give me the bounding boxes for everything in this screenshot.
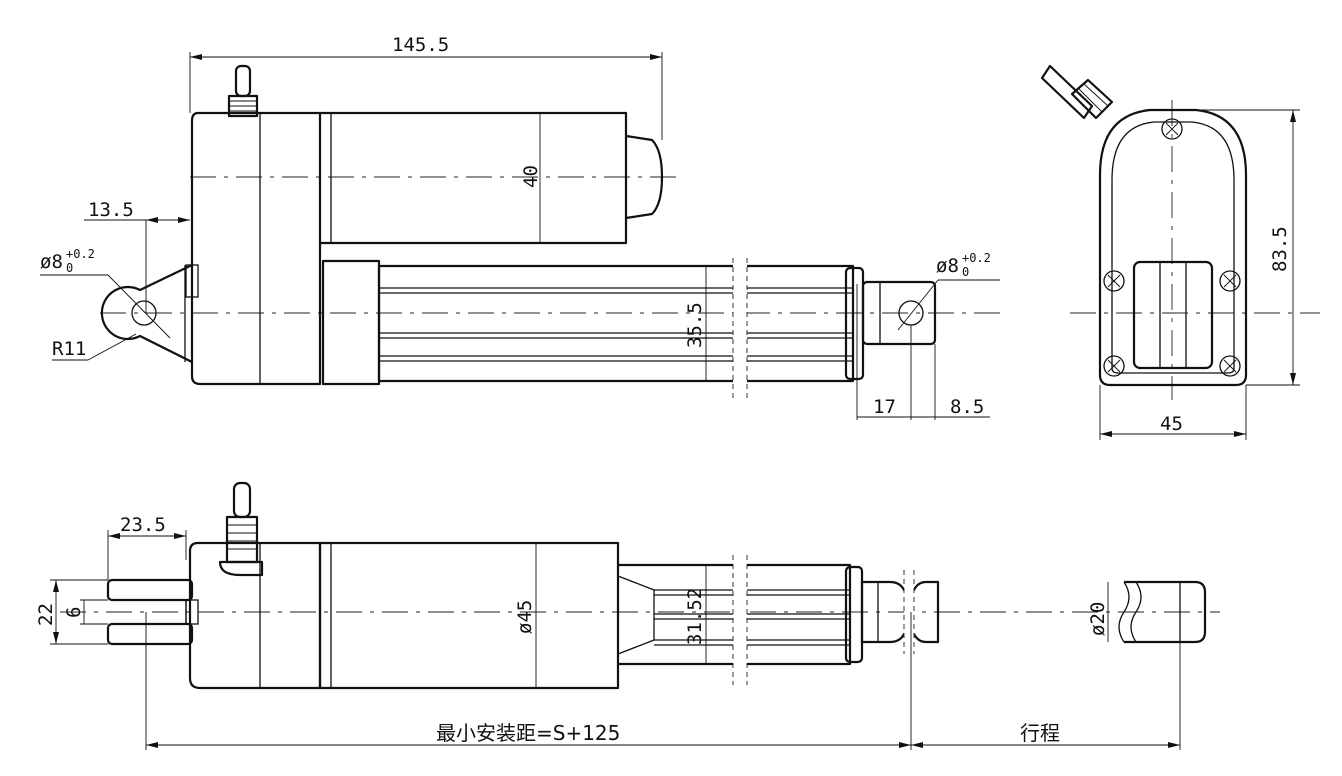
extended-rod-end	[1124, 580, 1207, 644]
dim-front-hole-tol-upper: +0.2	[962, 251, 991, 265]
dim-body-diameter: ø45	[514, 600, 536, 634]
motor-body	[320, 111, 628, 245]
end-housing	[1098, 108, 1248, 387]
tube-collar	[321, 259, 381, 386]
top-motor-body	[318, 541, 620, 690]
dim-clevis-width: 22	[35, 603, 57, 626]
top-view: 23.5 22 6 ø45 31.52 ø20 最小安装距=S+125 行程	[35, 481, 1220, 750]
rear-mount-ear	[100, 264, 193, 363]
dim-rear-hole-tol-lower: 0	[66, 261, 73, 275]
dim-front-hole: ø8	[936, 255, 959, 277]
dim-rod-end-17: 17	[873, 396, 896, 418]
cable-gland	[227, 94, 259, 118]
cable	[234, 64, 252, 98]
dim-rear-hole-tol-upper: +0.2	[66, 247, 95, 261]
dim-rear-offset: 13.5	[88, 199, 134, 221]
dim-clevis-gap: 6	[63, 607, 85, 618]
top-gearbox-housing	[188, 541, 322, 690]
screw-bottom-left-icon	[1103, 355, 1125, 377]
clevis-top-leg	[106, 578, 194, 602]
top-rod	[860, 580, 940, 644]
dim-front-hole-tol-lower: 0	[962, 265, 969, 279]
end-view: 83.5 45	[1040, 64, 1320, 440]
screw-top-icon	[1161, 118, 1183, 140]
gearbox-housing	[190, 111, 322, 386]
end-cable	[1040, 64, 1094, 120]
dim-min-install-length: 最小安装距=S+125	[436, 721, 620, 745]
dim-overall-length: 145.5	[392, 34, 449, 56]
rear-mount-hole	[131, 300, 157, 326]
dim-tube-width: 31.52	[684, 588, 706, 645]
motor-end-cap	[625, 134, 664, 220]
screw-bottom-right-icon	[1219, 355, 1241, 377]
side-view: 145.5 40 13.5 ø8 +0.2 0 R11 35.5 ø8 +0.2…	[40, 34, 1000, 420]
dim-stroke: 行程	[1020, 721, 1060, 745]
top-cable-gland	[225, 515, 259, 564]
end-clevis	[1132, 260, 1214, 370]
screw-right-icon	[1219, 270, 1241, 292]
rod-end	[861, 280, 937, 346]
tube-end-cap	[844, 266, 865, 381]
dim-clevis-offset: 23.5	[120, 514, 166, 536]
top-cable	[232, 481, 252, 519]
dim-end-width: 45	[1160, 413, 1183, 435]
dim-end-height: 83.5	[1269, 226, 1291, 272]
clevis-bottom-leg	[106, 622, 194, 646]
outer-tube	[377, 264, 855, 383]
dim-rear-hole: ø8	[40, 251, 63, 273]
dim-tube-height: 35.5	[684, 302, 706, 348]
dim-motor-diameter: 40	[520, 165, 542, 188]
dim-rod-diameter: ø20	[1087, 602, 1109, 636]
dim-rod-end-8-5: 8.5	[950, 396, 984, 418]
dim-rear-radius: R11	[52, 338, 86, 360]
screw-left-icon	[1103, 270, 1125, 292]
